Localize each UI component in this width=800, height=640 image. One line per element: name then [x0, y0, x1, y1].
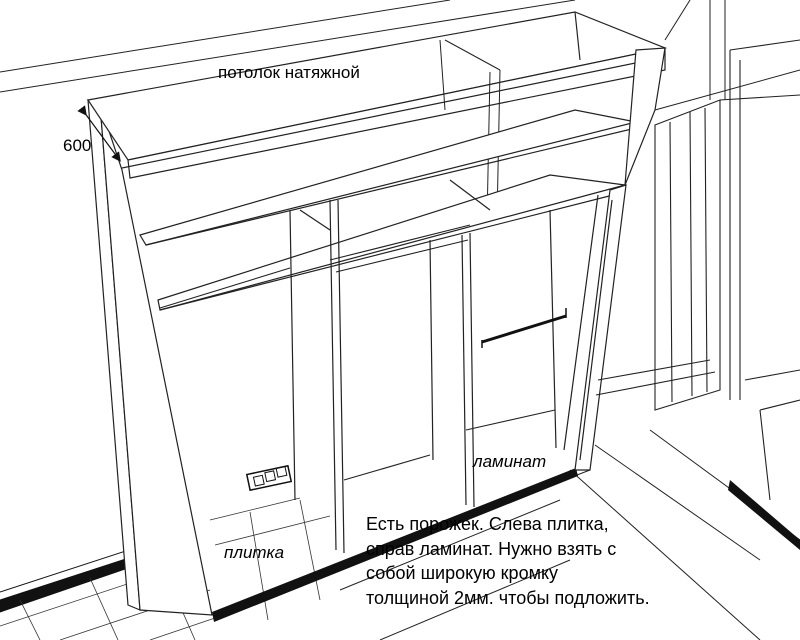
note-line: Есть порожек. Слева плитка, — [366, 514, 609, 534]
depth-label: 600 — [63, 136, 92, 155]
right-baseboard — [728, 480, 800, 550]
depth-dimension-arrow — [77, 105, 121, 162]
note-text: Есть порожек. Слева плитка, справ ламина… — [366, 512, 650, 610]
laminate-label: ламинат — [473, 452, 547, 471]
room-lines — [0, 0, 800, 111]
note-line: собой широкую кромку — [366, 563, 559, 583]
wardrobe-right-panel — [563, 47, 666, 471]
door-frame — [595, 39, 800, 501]
ceiling-label: потолок натяжной — [218, 63, 360, 82]
hanging-rail — [481, 308, 567, 348]
note-line: справ ламинат. Нужно взять с — [366, 538, 617, 559]
wardrobe-top — [86, 11, 668, 179]
note-line: толщиной 2мм. чтобы подложить. — [366, 587, 650, 608]
threshold-strip — [212, 468, 578, 622]
tile-label: плитка — [224, 543, 285, 562]
wall-socket — [245, 464, 293, 492]
inner-partitions — [289, 179, 557, 554]
middle-shelves — [159, 224, 556, 481]
wardrobe-left-panel — [87, 99, 213, 616]
